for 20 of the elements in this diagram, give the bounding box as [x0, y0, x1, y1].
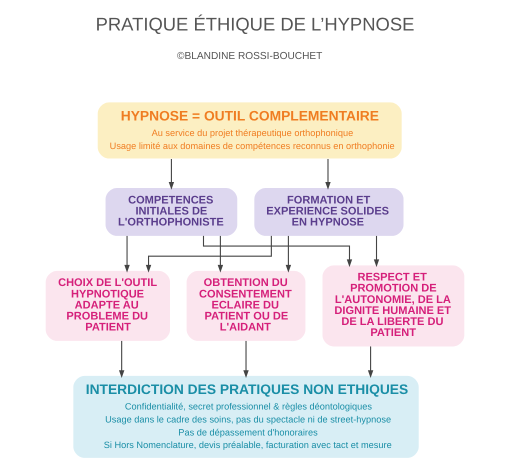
label: ©BLANDINE ROSSI-BOUCHET	[177, 50, 322, 62]
arrow	[286, 236, 292, 273]
arrow	[146, 236, 272, 273]
arrow	[218, 236, 224, 273]
arrow	[118, 340, 124, 378]
diagram-title: PRATIQUE ÉTHIQUE DE L’HYPNOSE	[96, 14, 414, 35]
arrow	[368, 346, 374, 378]
arrow	[374, 236, 380, 268]
node-box: OBTENTION DU CONSENTEMENT ECLAIRE DU PATIENT OU DE L'AIDANT	[186, 270, 306, 341]
node-box: HYPNOSE = OUTIL COMPLEMENTAIRE Au service du projet thérapeutique orthophonique Usage limité aux domaines de compétences reconnus en orthophonie	[98, 102, 402, 159]
arrow	[168, 159, 174, 190]
arrow	[325, 159, 331, 190]
node-box: FORMATION ET EXPERIENCE SOLIDES EN HYPNOSE	[254, 188, 404, 236]
node-box: CHOIX DE L'OUTIL HYPNOTIQUE ADAPTE AU PROBLEME DU PATIENT	[46, 270, 170, 341]
arrow	[124, 236, 130, 273]
arrow	[202, 236, 352, 268]
node-box: RESPECT ET PROMOTION DE L'AUTONOMIE, DE LA DIGNITE HUMAINE ET DE LA LIBERTE DU PATIENT	[322, 265, 464, 346]
node-box: INTERDICTION DES PRATIQUES NON ETHIQUES Confidentialité, secret professionnel & règles déontologiques Usage dans le cadre des soins, pas du spectacle ni de street-hypnose Pas de dépassement d'honoraires Si Hors Nomenclature, devis préalable, facturation avec tact et mesure	[73, 376, 419, 458]
node-box: COMPETENCES INITIALES DE L'ORTHOPHONISTE	[106, 188, 238, 236]
arrow	[243, 340, 249, 378]
